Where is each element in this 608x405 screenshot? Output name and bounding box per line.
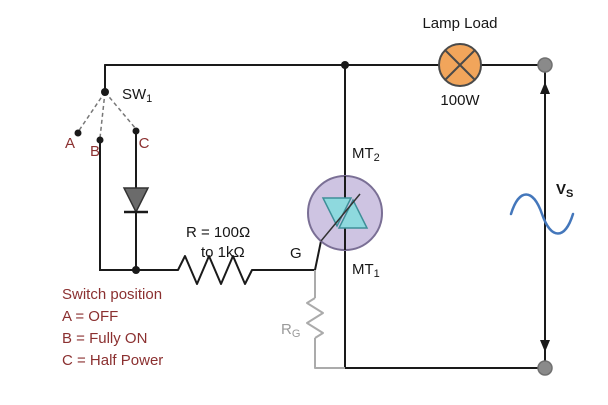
triac-gate-line [320,193,361,242]
gate-resistor-symbol [306,297,324,339]
junction-dot-top [341,61,349,69]
sine-wave-icon [509,193,575,235]
switch-label-main: SW [122,86,147,103]
lamp-load-label: Lamp Load [422,15,497,32]
ac-source [509,57,575,376]
lamp [438,43,482,87]
series-resistor-symbol [177,255,253,285]
contact-b-label: B [90,143,100,160]
source-label-sub: S [566,188,573,200]
source-label-main: V [556,181,566,198]
arrow-down-icon [540,340,550,352]
gate-resistor-branch [306,270,345,369]
switch-blade-b [99,91,106,139]
terminal-top [537,57,553,73]
mt1-label-main: MT [352,261,374,278]
contact-b-dot [96,136,104,144]
wire-gate [251,240,322,271]
source-label: VS [556,181,573,200]
gate-label: G [290,245,302,262]
switch-pivot-dot [101,88,109,96]
contact-c-label: C [139,135,150,152]
lamp-cross-icon [444,49,476,81]
resistor-label-line1: R = 100Ω [186,224,250,241]
gate-resistor-label-sub: G [292,328,301,340]
legend-item-a: A = OFF [62,308,118,325]
resistor-label-line2: to 1kΩ [201,244,245,261]
mt1-label: MT1 [352,261,380,280]
terminal-bottom [537,360,553,376]
mt2-label: MT2 [352,145,380,164]
contact-a-dot [74,129,82,137]
wire-branch-b [99,139,179,271]
switch-position-legend: Switch position A = OFF B = Fully ON C =… [62,286,163,369]
switch-blades [77,91,137,139]
contact-a-label: A [65,135,75,152]
switch-label: SW1 [122,86,152,105]
diode [122,187,150,214]
gate-resistor-label: RG [281,321,300,340]
mt2-label-sub: 2 [374,152,380,164]
triac-triangle-down [321,197,353,228]
mt2-label-main: MT [352,145,374,162]
legend-item-c: C = Half Power [62,352,163,369]
junction-dot-diode [132,266,140,274]
diode-triangle [122,187,150,214]
legend-title: Switch position [62,286,162,303]
gate-resistor-label-main: R [281,321,292,338]
lamp-power-label: 100W [440,92,480,109]
triac [307,175,383,251]
triac-triangle-up [337,198,369,229]
switch-blade-c [104,91,137,130]
legend-item-b: B = Fully ON [62,330,147,347]
switch-blade-a [77,91,106,133]
wire-group [99,64,546,369]
mt1-label-sub: 1 [374,268,380,280]
contact-c-dot [132,127,140,135]
switch-sw1 [74,88,140,144]
switch-label-sub: 1 [146,93,152,105]
wire-rg-bottom [314,338,345,369]
arrow-up-icon [540,82,550,94]
